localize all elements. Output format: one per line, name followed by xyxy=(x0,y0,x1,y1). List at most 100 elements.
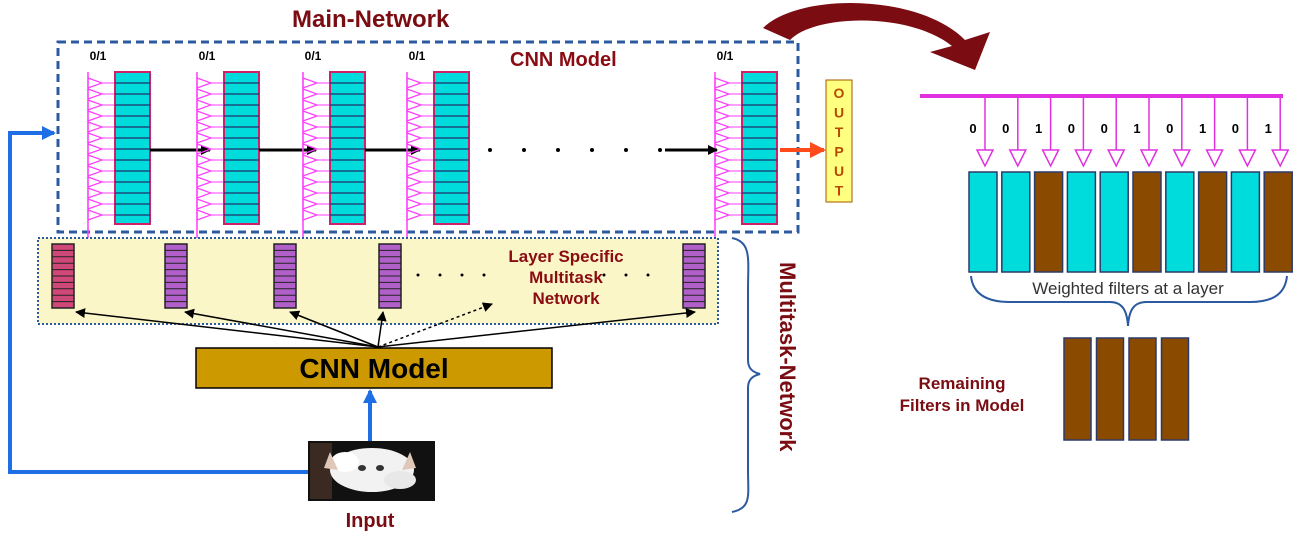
layer-block xyxy=(329,71,366,225)
filter-bit: 0 xyxy=(1166,121,1173,136)
multitask-brace xyxy=(731,237,761,513)
filter-gate-arrow xyxy=(1139,149,1159,168)
filter-gate-arrow xyxy=(1270,149,1290,168)
weighted-filter xyxy=(1066,171,1097,273)
gate-triangle xyxy=(196,187,213,199)
gate-label: 0/1 xyxy=(305,49,322,63)
weighted-filter xyxy=(1263,171,1293,273)
multitask-layer-2 xyxy=(164,243,188,309)
remaining-filters-line-1: Remaining xyxy=(919,374,1006,393)
weighted-filters xyxy=(968,171,1293,273)
filter-gate-6: 1 xyxy=(1133,96,1159,168)
remaining-filter xyxy=(1128,337,1157,441)
multitask-layer-4 xyxy=(378,243,402,309)
gate-triangle xyxy=(196,88,213,100)
gate-triangle xyxy=(714,209,731,221)
filter-gate-arrow xyxy=(1074,149,1093,168)
multitask-small-layers xyxy=(51,243,706,309)
filter-gate-arrow xyxy=(1172,149,1192,168)
gate-triangle xyxy=(302,99,319,111)
filter-gate-arrow xyxy=(1205,149,1224,168)
gate-triangle xyxy=(302,110,319,122)
filter-bit: 0 xyxy=(1101,121,1108,136)
gate-label: 0/1 xyxy=(199,49,216,63)
layer-block xyxy=(433,71,470,225)
gate-triangle xyxy=(302,88,319,100)
gate-triangle xyxy=(714,110,731,122)
output-letter: U xyxy=(834,163,844,179)
filter-gate-arrow xyxy=(1106,149,1126,168)
multitask-ellipsis xyxy=(416,273,650,277)
layer-block xyxy=(741,71,778,225)
gate-triangle xyxy=(406,110,423,122)
filter-gate-5: 0 xyxy=(1101,96,1126,168)
gate-triangle xyxy=(406,176,423,188)
cnn-model-bottom-box xyxy=(195,347,553,389)
gate-triangle xyxy=(302,187,319,199)
remaining-filter xyxy=(1063,337,1092,441)
curved-arrow xyxy=(763,3,990,70)
multitask-label-line-3: Network xyxy=(532,289,600,308)
gate-triangle xyxy=(196,121,213,133)
weighted-filter xyxy=(968,171,998,273)
filter-gate-2: 0 xyxy=(1002,96,1028,168)
multitask-label-line-1: Layer Specific xyxy=(508,247,623,266)
gate-triangle xyxy=(714,99,731,111)
filter-bit: 1 xyxy=(1035,121,1042,136)
weighted-filter xyxy=(1165,171,1195,273)
gate-triangle xyxy=(406,187,423,199)
output-letter: T xyxy=(835,124,844,140)
output-letter: P xyxy=(834,144,843,160)
filter-bit: 0 xyxy=(1002,121,1009,136)
gate-triangle xyxy=(302,154,319,166)
gate-triangle xyxy=(406,165,423,177)
layer-block xyxy=(114,71,151,225)
filter-gate-7: 0 xyxy=(1166,96,1192,168)
gate-triangle xyxy=(87,99,104,111)
remaining-filters-line-2: Filters in Model xyxy=(900,396,1025,415)
main-ellipsis xyxy=(488,145,718,155)
gate-triangle xyxy=(196,99,213,111)
gate-triangle xyxy=(406,198,423,210)
filter-gate-4: 0 xyxy=(1068,96,1093,168)
filter-gate-9: 0 xyxy=(1232,96,1257,168)
input-label: Input xyxy=(346,510,395,532)
gate-triangle xyxy=(196,154,213,166)
layer-block xyxy=(223,71,260,225)
multitask-layer-3 xyxy=(273,243,297,309)
gate-triangle xyxy=(302,198,319,210)
output-letter: U xyxy=(834,105,844,121)
gate-triangle xyxy=(302,132,319,144)
filter-gate-arrow xyxy=(1008,149,1028,168)
gate-label: 0/1 xyxy=(717,49,734,63)
filter-gate-8: 1 xyxy=(1199,96,1224,168)
filter-bit: 1 xyxy=(1133,121,1140,136)
cnn-layer-3: 0/1 xyxy=(298,49,421,277)
filter-bit: 1 xyxy=(1265,121,1272,136)
fan-arrows xyxy=(75,302,696,348)
remaining-filter xyxy=(1160,337,1190,441)
gate-triangle xyxy=(302,176,319,188)
filter-gate-1: 0 xyxy=(969,96,995,168)
filter-bit: 0 xyxy=(1232,121,1239,136)
gate-triangle xyxy=(87,176,104,188)
cnn-model-top-label: CNN Model xyxy=(510,49,617,71)
gate-triangle xyxy=(714,198,731,210)
gate-triangle xyxy=(714,154,731,166)
main-network-title: Main-Network xyxy=(292,6,450,33)
weighted-filters-brace xyxy=(970,275,1288,327)
multitask-layer-5 xyxy=(682,243,706,309)
input-loop-arrow xyxy=(8,126,308,474)
remaining-filters xyxy=(1063,337,1190,441)
gate-triangle xyxy=(406,209,423,221)
gate-triangle xyxy=(714,143,731,155)
gate-triangle xyxy=(302,121,319,133)
multitask-network-box xyxy=(37,237,719,325)
multitask-network-label: Multitask-Network xyxy=(775,262,800,452)
gate-triangle xyxy=(196,132,213,144)
output-letter: O xyxy=(834,85,845,101)
output-box xyxy=(825,79,853,203)
